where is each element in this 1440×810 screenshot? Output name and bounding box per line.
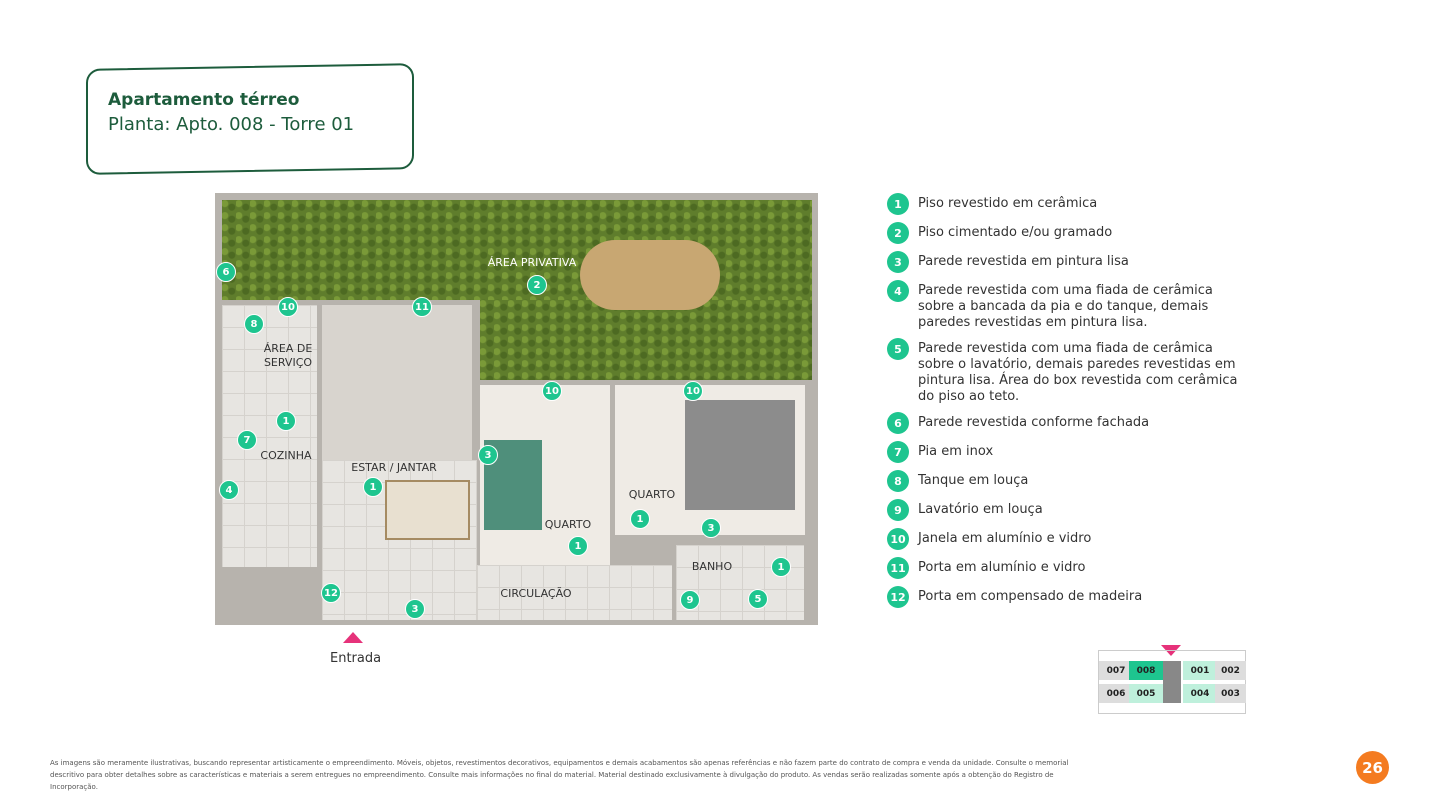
label-quarto: QUARTO [628,488,676,501]
marker: 1 [630,509,650,529]
label-cozinha: COZINHA [260,449,312,462]
unit-007: 007 [1099,661,1133,680]
marker: 3 [701,518,721,538]
page-title: Apartamento térreo [108,90,300,110]
entrance-label: Entrada [330,651,382,666]
bathroom-floor [676,545,804,620]
label-circulacao: CIRCULAÇÃO [500,587,572,600]
label-area-privativa: ÁREA PRIVATIVA [487,256,577,269]
dining-table [385,480,470,540]
marker: 3 [478,445,498,465]
page-number: 26 [1356,751,1389,784]
marker: 11 [412,297,432,317]
label-area-servico: ÁREA DE [263,342,313,355]
marker: 1 [276,411,296,431]
label-quarto: QUARTO [544,518,592,531]
garden [222,200,812,300]
page-subtitle: Planta: Apto. 008 - Torre 01 [108,114,355,135]
entrance-arrow-icon [343,632,363,643]
marker: 2 [527,275,547,295]
disclaimer: As imagens são meramente ilustrativas, b… [50,759,1069,791]
marker: 1 [771,557,791,577]
marker: 6 [216,262,236,282]
unit-001: 001 [1183,661,1217,680]
rug [580,240,720,310]
key-plan-core [1163,661,1181,703]
unit-006: 006 [1099,684,1133,703]
marker: 1 [568,536,588,556]
marker: 3 [405,599,425,619]
living-floor [322,305,472,465]
unit-002: 002 [1215,661,1246,680]
unit-003: 003 [1215,684,1246,703]
label-area-servico-2: SERVIÇO [263,356,313,369]
marker: 10 [683,381,703,401]
label-banho: BANHO [691,560,733,573]
marker: 10 [278,297,298,317]
circulation-floor [477,565,672,620]
marker: 8 [244,314,264,334]
marker: 10 [542,381,562,401]
marker: 9 [680,590,700,610]
marker: 7 [237,430,257,450]
label-estar-jantar: ESTAR / JANTAR [351,461,437,474]
unit-004: 004 [1183,684,1217,703]
unit-005: 005 [1129,684,1163,703]
marker: 4 [219,480,239,500]
marker: 12 [321,583,341,603]
marker: 1 [363,477,383,497]
bed [685,400,795,510]
key-plan: 007 008 001 002 006 005 004 003 [1098,650,1246,714]
garden-lower [480,300,812,380]
marker: 5 [748,589,768,609]
unit-008-highlighted: 008 [1129,661,1163,680]
